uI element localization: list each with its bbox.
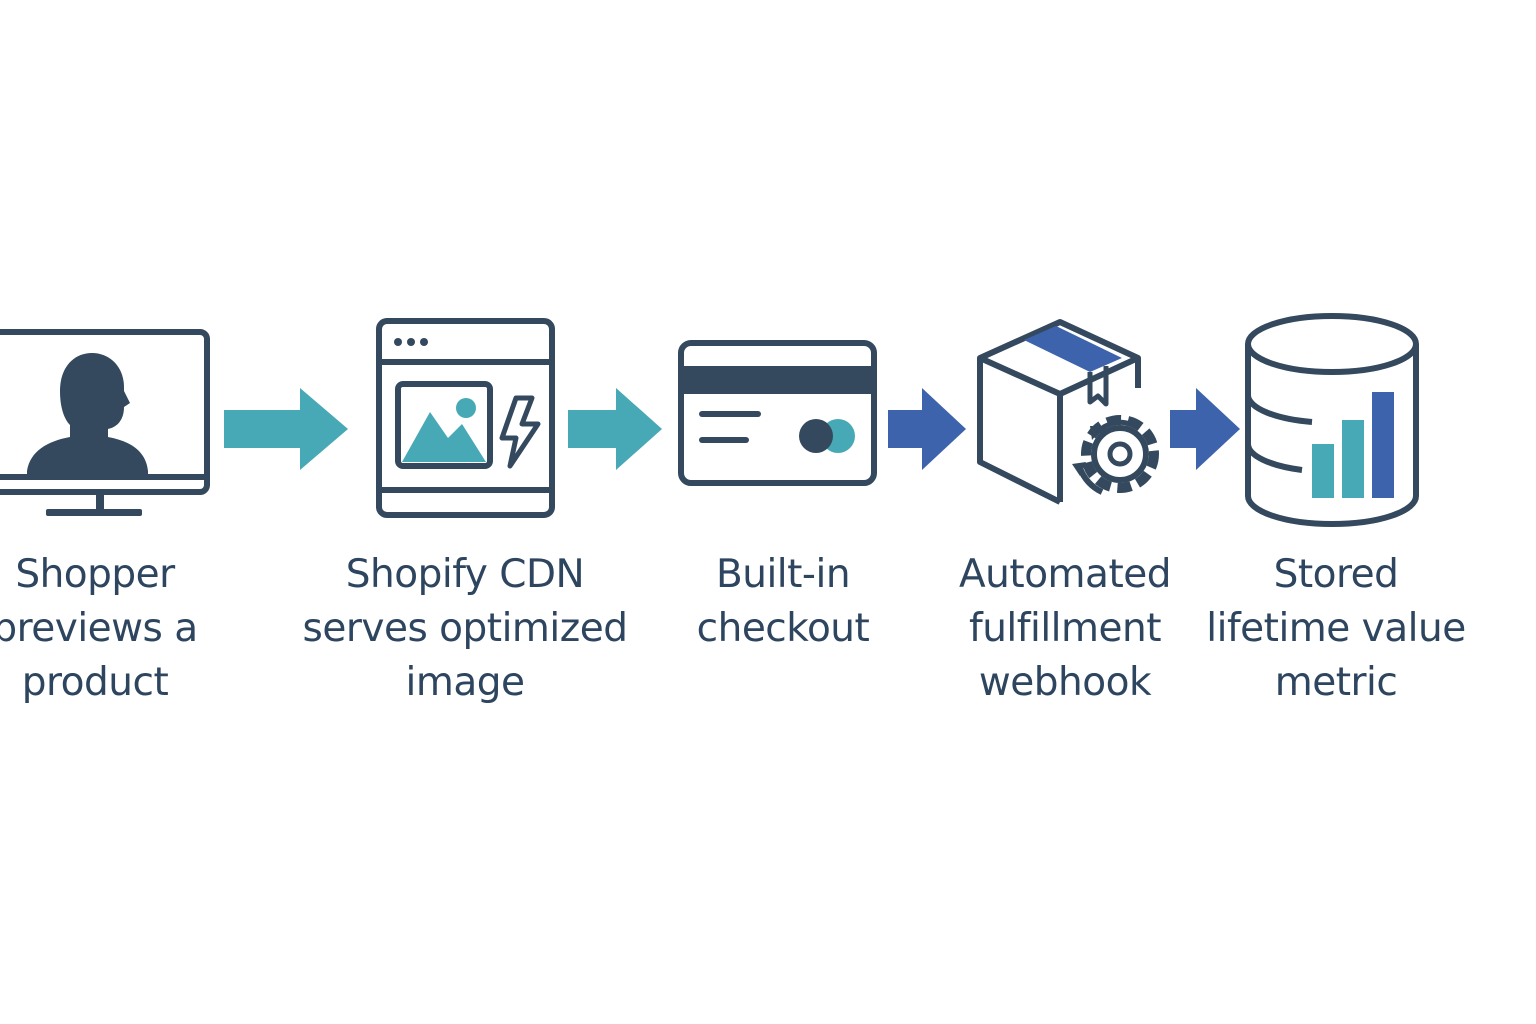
monitor-user-icon — [0, 329, 210, 516]
step-label-built-in-checkout: Built-in checkout — [696, 552, 870, 651]
credit-card-icon — [678, 340, 877, 486]
arrow-right-icon — [888, 388, 966, 470]
step-label-shopper-previews: Shopper previews a product — [0, 552, 198, 705]
arrow-right-icon — [1170, 388, 1240, 470]
step-label-automated-fulfillment: Automated fulfillment webhook — [959, 552, 1171, 705]
step-label-shopify-cdn: Shopify CDN serves optimized image — [302, 552, 628, 705]
step-label-stored-ltv: Stored lifetime value metric — [1206, 552, 1466, 705]
database-chart-icon — [1245, 313, 1419, 527]
arrow-right-icon — [224, 388, 348, 470]
arrow-right-icon — [568, 388, 662, 470]
browser-image-bolt-icon — [376, 318, 555, 518]
box-gear-icon — [977, 319, 1159, 505]
